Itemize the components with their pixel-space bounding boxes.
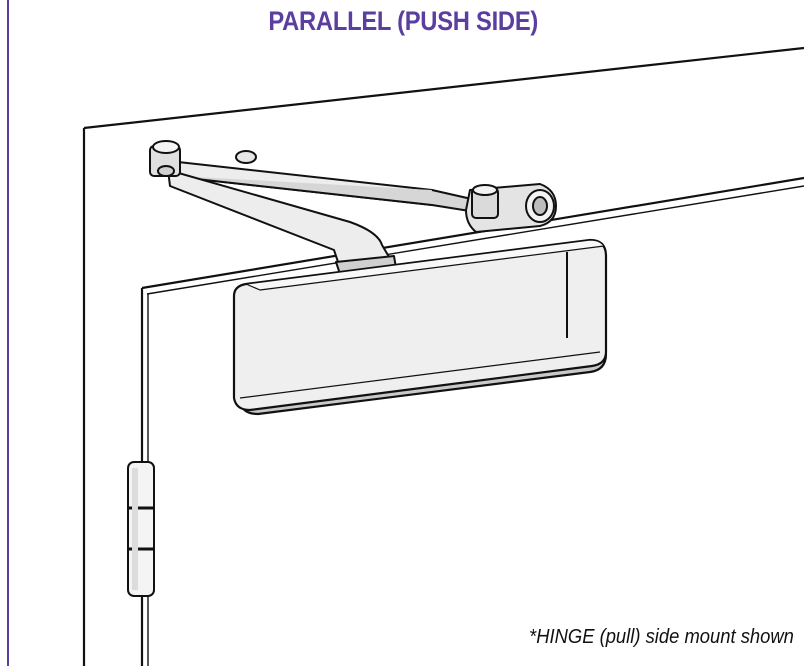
door-frame-drawing (82, 46, 804, 666)
door-top-edge (141, 176, 804, 290)
closer-arm (149, 140, 557, 275)
left-border-rule (7, 0, 9, 666)
page-title: PARALLEL (PUSH SIDE) (268, 6, 539, 36)
door-top-edge-inner (146, 185, 804, 295)
closer-front-face (232, 238, 608, 412)
closer-top-face (245, 239, 605, 291)
mount-footnote: *HINGE (pull) side mount shown (529, 626, 794, 648)
frame-top-edge (83, 46, 804, 130)
door-closer-body (232, 238, 608, 416)
arm-adjust-nut (235, 150, 257, 164)
left-pivot-cap (152, 140, 180, 154)
hinge-icon (127, 461, 155, 597)
